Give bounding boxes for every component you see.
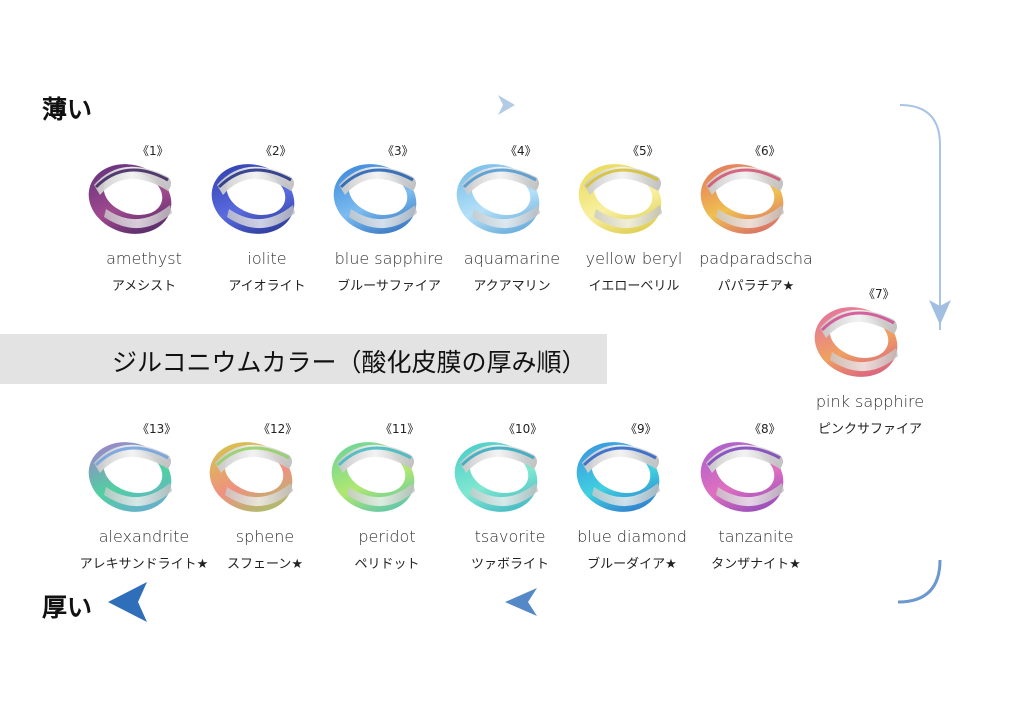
- ring-name-en: tanzanite: [718, 527, 794, 546]
- ring-name-en: alexandrite: [98, 527, 190, 546]
- ring-name-jp: ペリドット: [354, 557, 420, 572]
- ring-name-en: pink sapphire: [815, 392, 925, 411]
- thick-label: 厚い: [42, 593, 93, 622]
- ring-name-jp: ピンクサファイア: [817, 422, 922, 437]
- ring-image: [333, 164, 417, 234]
- ring-name-en: blue diamond: [577, 527, 687, 546]
- ring-name-jp: スフェーン★: [226, 557, 303, 572]
- ring-image: [331, 442, 415, 512]
- ring-number: 《13》: [137, 422, 177, 436]
- ring-name-en: tsavorite: [474, 527, 546, 546]
- ring-number: 《1》: [137, 144, 169, 158]
- ring-image: [700, 164, 784, 234]
- arrowhead-left-mid: [505, 588, 537, 616]
- ring-image: [456, 164, 540, 234]
- ring-number: 《12》: [258, 422, 298, 436]
- ring-number: 《10》: [503, 422, 543, 436]
- ring-image: [578, 164, 662, 234]
- thin-label: 薄い: [42, 95, 93, 124]
- ring-name-en: amethyst: [106, 249, 182, 268]
- ring-image: [576, 442, 660, 512]
- ring-name-jp: タンザナイト★: [711, 557, 801, 572]
- ring-name-jp: アクアマリン: [473, 279, 551, 294]
- ring-image: [88, 442, 172, 512]
- page-title: ジルコニウムカラー（酸化皮膜の厚み順）: [112, 348, 587, 377]
- ring-number: 《6》: [749, 144, 781, 158]
- ring-name-jp: ブルーダイア★: [587, 557, 677, 572]
- ring-name-en: peridot: [358, 527, 416, 546]
- ring-name-jp: ブルーサファイア: [337, 279, 441, 294]
- ring-image: [209, 442, 293, 512]
- ring-name-jp: パパラチア★: [717, 279, 795, 294]
- ring-number: 《4》: [505, 144, 537, 158]
- ring-image: [88, 164, 172, 234]
- ring-name-en: iolite: [247, 249, 287, 268]
- ring-image: [814, 307, 898, 377]
- ring-number: 《2》: [260, 144, 292, 158]
- arrowhead-down: [929, 300, 951, 325]
- ring-name-en: blue sapphire: [334, 249, 444, 268]
- arrowhead-left-end: [108, 582, 147, 622]
- ring-name-en: aquamarine: [463, 249, 561, 268]
- ring-number: 《9》: [625, 422, 657, 436]
- ring-name-jp: イエローベリル: [588, 279, 680, 294]
- arrowhead-right-top: [498, 95, 515, 115]
- ring-name-en: sphene: [235, 527, 295, 546]
- ring-number: 《3》: [382, 144, 414, 158]
- ring-number: 《11》: [380, 422, 420, 436]
- ring-number: 《5》: [627, 144, 659, 158]
- ring-image: [211, 164, 295, 234]
- ring-name-jp: アメシスト: [111, 279, 177, 294]
- ring-name-jp: アイオライト: [228, 279, 306, 294]
- ring-name-en: padparadscha: [699, 249, 813, 268]
- ring-name-jp: アレキサンドライト★: [79, 557, 209, 572]
- ring-image: [454, 442, 538, 512]
- ring-number: 《8》: [749, 422, 781, 436]
- ring-image: [700, 442, 784, 512]
- ring-number: 《7》: [863, 287, 895, 301]
- ring-name-en: yellow beryl: [585, 249, 683, 268]
- title-banner: ジルコニウムカラー（酸化皮膜の厚み順）: [0, 334, 607, 384]
- ring-name-jp: ツァボライト: [470, 557, 549, 572]
